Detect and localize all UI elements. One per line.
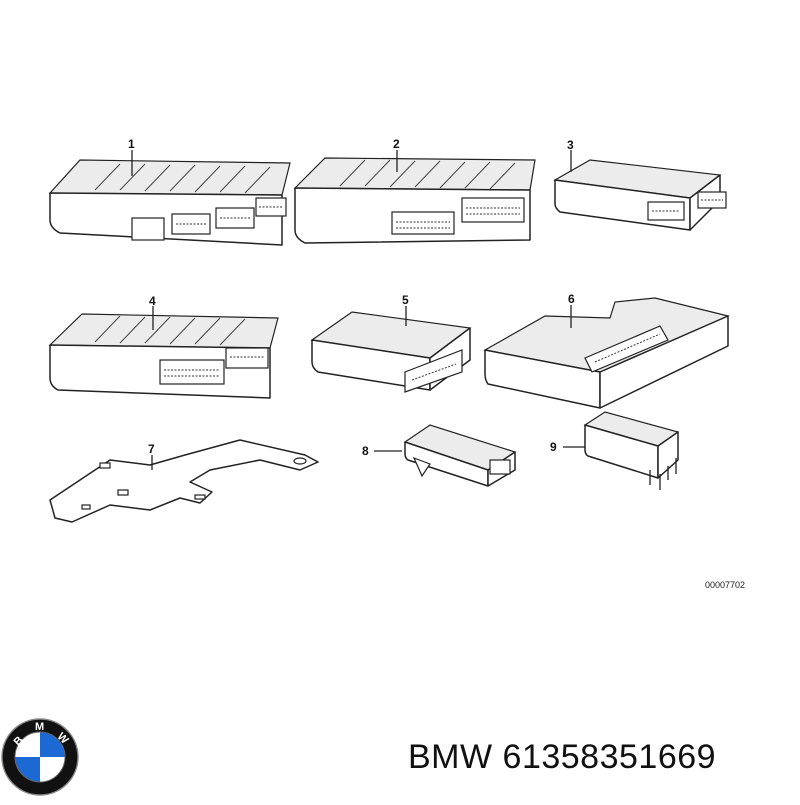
part-label-4: 4 xyxy=(149,294,156,308)
part-5-box-module xyxy=(310,306,472,393)
part-3-flat-module xyxy=(553,150,727,231)
part-label-3: 3 xyxy=(567,138,574,152)
part-label-1: 1 xyxy=(128,137,135,151)
part-1-control-unit xyxy=(48,150,291,246)
part-caption: BMW 61358351669 xyxy=(408,738,716,777)
bmw-logo: B M W xyxy=(1,718,79,796)
part-label-5: 5 xyxy=(402,293,409,307)
part-label-6: 6 xyxy=(568,292,575,306)
diagram-reference: 00007702 xyxy=(705,580,745,590)
part-label-8: 8 xyxy=(362,444,369,458)
caption-part-number: 61358351669 xyxy=(502,738,717,776)
part-6-long-module xyxy=(483,297,730,409)
part-label-2: 2 xyxy=(393,137,400,151)
part-8-small-module xyxy=(374,424,517,487)
part-7-bracket xyxy=(49,439,319,523)
part-2-control-unit xyxy=(293,150,536,244)
part-label-7: 7 xyxy=(148,442,155,456)
part-4-control-unit xyxy=(48,306,279,399)
logo-letter-m: M xyxy=(35,721,44,733)
caption-brand: BMW xyxy=(408,738,493,776)
part-label-9: 9 xyxy=(550,440,557,454)
part-9-relay xyxy=(563,411,680,490)
